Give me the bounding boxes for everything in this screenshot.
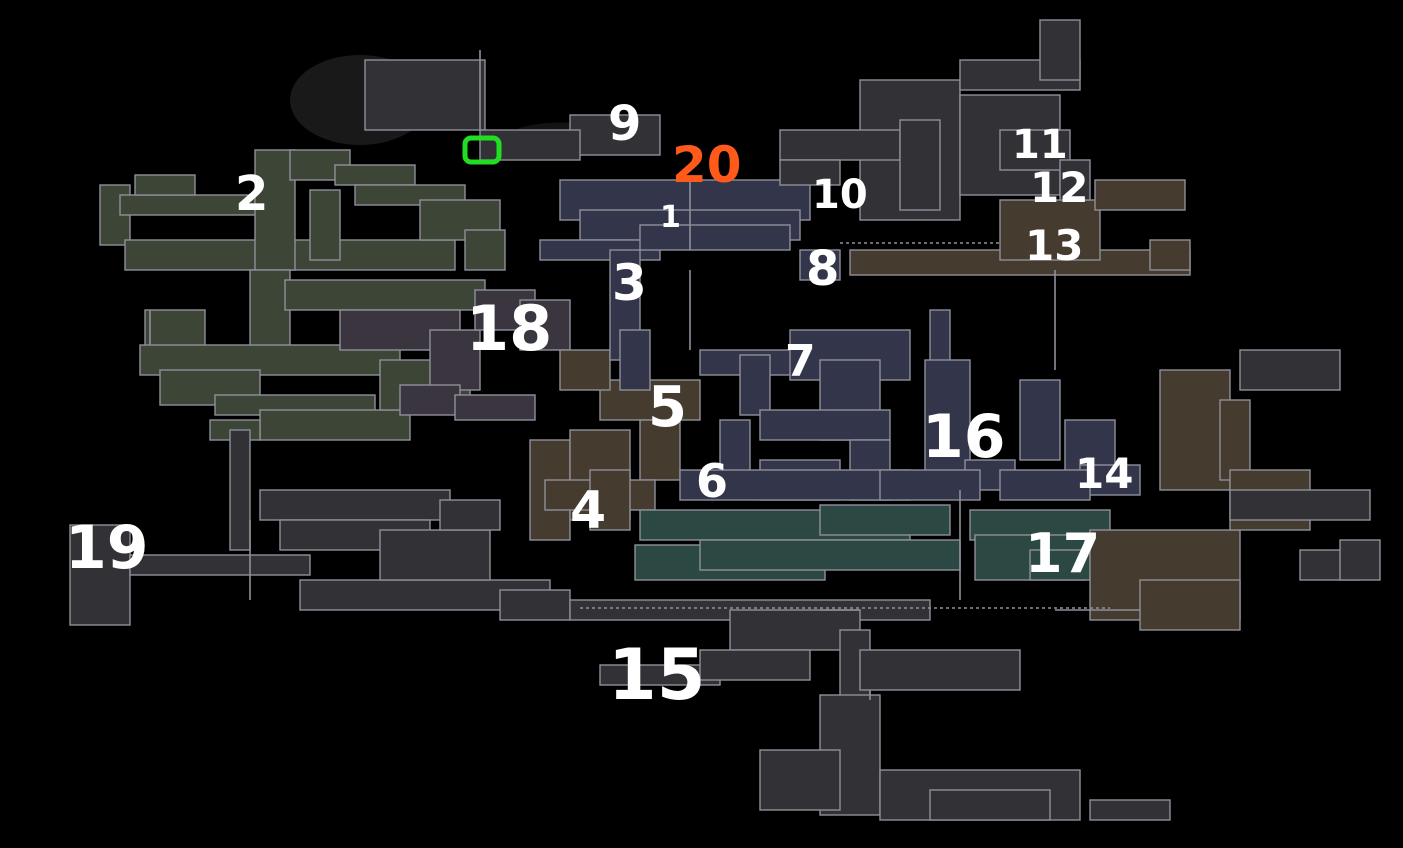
map-room-99: [479, 129, 581, 161]
map-room-24: [454, 394, 536, 421]
map-room-96: [1229, 489, 1371, 521]
map-room-93: [1239, 349, 1341, 391]
map-room-48: [799, 249, 841, 281]
map-room-47: [679, 469, 911, 501]
area-label-19: 19: [65, 513, 149, 583]
map-room-73: [69, 524, 131, 626]
map-room-67: [1149, 239, 1191, 271]
map-room-68: [1159, 369, 1231, 491]
map-room-6: [334, 164, 416, 186]
area-label-18: 18: [466, 292, 553, 365]
map-room-103: [1039, 19, 1081, 81]
area-label-10: 10: [812, 172, 868, 218]
map-room-12: [284, 279, 486, 311]
map-room-92: [1089, 799, 1171, 821]
map-room-91: [929, 789, 1051, 821]
map-room-65: [999, 199, 1101, 261]
map-room-66: [1094, 179, 1186, 211]
map-room-97: [364, 59, 486, 131]
area-label-15: 15: [608, 634, 706, 716]
map-room-74: [129, 554, 311, 576]
area-label-11: 11: [1012, 122, 1068, 168]
map-room-21: [429, 329, 481, 391]
map-room-89: [759, 749, 841, 811]
area-label-3: 3: [612, 254, 647, 312]
map-room-69: [1219, 399, 1251, 481]
map-room-37: [639, 224, 791, 251]
start-marker-icon: [462, 135, 502, 165]
map-room-105: [779, 159, 841, 186]
area-label-4: 4: [570, 481, 607, 541]
area-label-7: 7: [785, 336, 816, 387]
area-label-20: 20: [672, 136, 742, 194]
map-room-40: [739, 354, 771, 416]
map-room-107: [999, 129, 1071, 171]
area-label-8: 8: [806, 241, 840, 297]
map-room-4: [254, 149, 296, 271]
area-label-5: 5: [648, 375, 687, 440]
area-label-16: 16: [922, 402, 1006, 472]
map-corridors: [149, 50, 1140, 700]
area-label-2: 2: [235, 166, 269, 222]
map-room-10: [464, 229, 506, 271]
map-room-23: [399, 384, 461, 416]
map-room-80: [439, 499, 501, 531]
area-label-9: 9: [608, 96, 642, 152]
map-room-60: [819, 504, 951, 536]
area-label-12: 12: [1030, 163, 1089, 212]
area-label-13: 13: [1025, 221, 1084, 270]
map-room-81: [499, 589, 571, 621]
map-room-25: [519, 299, 571, 351]
map-room-104: [779, 129, 901, 161]
map-room-95: [1339, 539, 1381, 581]
map-room-38: [619, 329, 651, 391]
map-room-52: [1019, 379, 1061, 461]
map-room-59: [699, 539, 961, 571]
map-room-43: [759, 409, 891, 441]
map-room-7: [309, 189, 341, 261]
map-room-87: [859, 649, 1021, 691]
map-room-2: [134, 174, 196, 196]
map-room-108: [1059, 159, 1091, 201]
map-room-106: [899, 119, 941, 211]
map-room-71: [1139, 579, 1241, 631]
map-room-13: [144, 309, 206, 351]
map-room-29: [639, 419, 681, 481]
map-room-56: [999, 469, 1091, 501]
map-room-17: [259, 409, 411, 441]
map-room-31: [559, 349, 611, 391]
map-room-75: [229, 429, 251, 551]
area-label-17: 17: [1025, 522, 1101, 585]
map-room-32: [589, 469, 631, 531]
area-label-14: 14: [1075, 449, 1134, 498]
map-rooms: [69, 19, 1381, 821]
map-room-76: [259, 489, 451, 521]
map-room-55: [879, 469, 981, 501]
area-label-1: 1: [660, 200, 681, 235]
area-label-6: 6: [696, 454, 729, 508]
area-label-0: 0: [470, 138, 471, 139]
map-room-86: [699, 649, 811, 681]
map-room-79: [379, 529, 491, 581]
